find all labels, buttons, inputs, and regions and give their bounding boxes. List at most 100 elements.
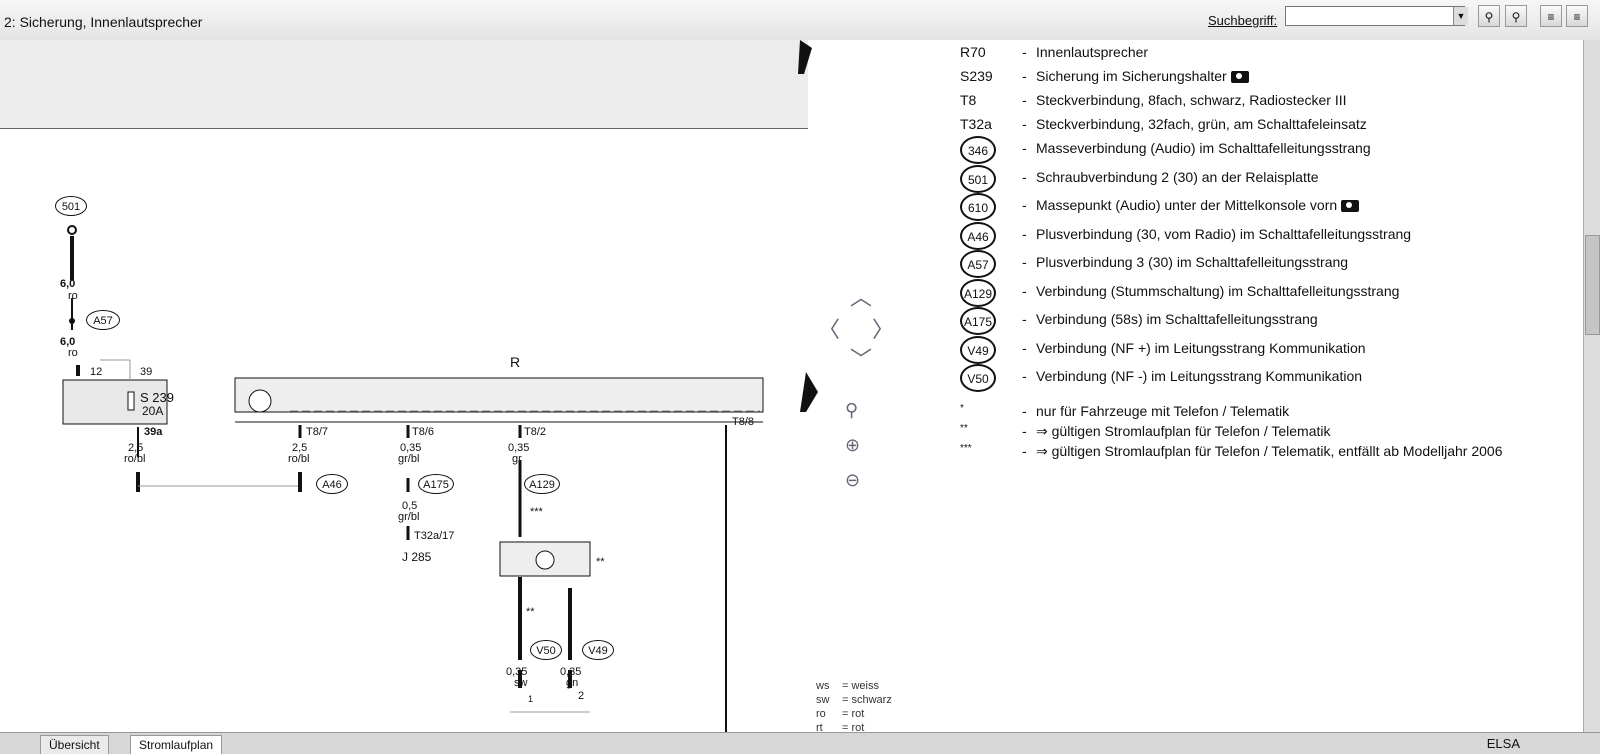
page-forward-icon[interactable]: ≡ — [1566, 5, 1588, 27]
legend-description-text: Verbindung (58s) im Schalttafelleitungss… — [1036, 311, 1318, 327]
point-a175: A175 — [418, 474, 454, 494]
fuse-rating: 20A — [142, 404, 164, 418]
wire-color: ro — [68, 290, 78, 302]
color-abbr: sw — [816, 694, 830, 706]
connector-label: T8/7 — [306, 426, 329, 438]
legend-circled-code: A175 — [960, 307, 996, 335]
search-label: Suchbegriff: — [1208, 13, 1278, 28]
legend-description-text: Verbindung (NF -) im Leitungsstrang Komm… — [1036, 368, 1363, 384]
legend-description-text: Innenlautsprecher — [1036, 44, 1149, 60]
camera-icon[interactable] — [1230, 71, 1249, 84]
wire-label: 0,35 — [560, 666, 582, 678]
wire-label: 6,0 — [60, 336, 76, 348]
scrollbar-thumb[interactable] — [1585, 235, 1600, 335]
color-row: sw = schwarz — [816, 694, 892, 708]
pin-label: 2 — [578, 690, 585, 702]
legend-description-text: Masseverbindung (Audio) im Schalttafelle… — [1036, 140, 1371, 156]
tab-overview[interactable]: Übersicht — [40, 735, 109, 754]
footnote-mark: ** — [526, 606, 535, 618]
component-label: J 285 — [402, 550, 432, 564]
equals-sign: = — [842, 722, 852, 734]
legend-description: Verbindung (NF -) im Leitungsstrang Komm… — [1036, 368, 1362, 384]
camera-icon[interactable] — [1341, 200, 1360, 213]
scroll-right-icon[interactable]: 〉 — [872, 317, 895, 342]
legend-description-text: Schraubverbindung 2 (30) an der Relaispl… — [1036, 168, 1319, 185]
legend-circled-code: V49 — [960, 335, 996, 364]
wire-color: gr/bl — [398, 511, 420, 523]
wire-label: 2,5 — [128, 442, 144, 454]
legend-description: Verbindung (NF +) im Leitungsstrang Komm… — [1036, 340, 1366, 356]
scroll-up-icon[interactable]: ︿ — [850, 285, 873, 310]
color-row: rt= rot — [816, 722, 892, 736]
wire-label: 2,5 — [292, 442, 308, 454]
wire-label: 6,0 — [60, 278, 76, 290]
color-abbr: rt — [816, 722, 823, 734]
legend-dash: - — [1022, 368, 1027, 384]
point-v49: V49 — [582, 640, 614, 660]
wire-color: gn — [566, 677, 579, 689]
equals-sign: = — [842, 680, 852, 692]
brand-label: ELSA — [1486, 736, 1520, 751]
point-a129: A129 — [524, 474, 560, 494]
legend-description: Schraubverbindung 2 (30) an der Relaispl… — [1036, 169, 1319, 185]
equals-sign: = — [842, 708, 852, 720]
search-input[interactable] — [1285, 6, 1465, 26]
legend-dash: - — [1022, 311, 1027, 327]
color-abbr: ro — [816, 708, 826, 720]
search-icon[interactable]: ⚲ — [1478, 5, 1500, 27]
legend-circled-code: A57 — [960, 250, 996, 278]
wiring-diagram — [62, 40, 818, 732]
component-label: R — [510, 354, 521, 370]
point-v50: V50 — [530, 640, 562, 660]
legend-dash: - — [1022, 168, 1027, 185]
zoom-fit-icon[interactable]: ⚲ — [845, 400, 859, 420]
legend-dash: - — [1022, 282, 1027, 299]
legend-description-text: Verbindung (NF +) im Leitungsstrang Komm… — [1036, 339, 1366, 356]
legend-description: Steckverbindung, 32fach, grün, am Schalt… — [1036, 116, 1367, 132]
legend-dash: - — [1022, 254, 1027, 270]
search-next-icon[interactable]: ⚲ — [1505, 5, 1527, 27]
legend-description-text: Plusverbindung (30, vom Radio) im Schalt… — [1036, 225, 1412, 242]
page-back-icon[interactable]: ≡ — [1540, 5, 1562, 27]
wire-color: gr/bl — [398, 453, 420, 465]
legend-description-text: Steckverbindung, 32fach, grün, am Schalt… — [1036, 116, 1367, 132]
title-bar: 2: Sicherung, Innenlautsprecher Suchbegr… — [0, 0, 1600, 41]
tab-wiring-diagram[interactable]: Stromlaufplan — [130, 735, 223, 754]
legend-description: Verbindung (58s) im Schalttafelleitungss… — [1036, 311, 1318, 327]
legend-description-text: Verbindung (Stummschaltung) im Schalttaf… — [1036, 282, 1400, 299]
legend-description: Plusverbindung (30, vom Radio) im Schalt… — [1036, 226, 1411, 242]
legend-code: S239 — [960, 68, 993, 84]
legend-description: Steckverbindung, 8fach, schwarz, Radiost… — [1036, 92, 1346, 108]
wire-label: 0,5 — [402, 500, 418, 512]
point-501: 501 — [55, 196, 87, 216]
legend-description-text: Massepunkt (Audio) unter der Mittelkonso… — [1036, 197, 1338, 213]
legend-description: Innenlautsprecher — [1036, 44, 1148, 60]
color-name: weiss — [851, 680, 879, 692]
legend-circled-code: 610 — [960, 193, 996, 221]
scroll-left-icon[interactable]: 〈 — [818, 317, 841, 342]
legend-description: Massepunkt (Audio) unter der Mittelkonso… — [1036, 197, 1360, 213]
zoom-in-icon[interactable]: ⊕ — [845, 435, 861, 455]
pin-label: 12 — [90, 366, 103, 378]
fuse-label: S 239 — [140, 390, 174, 405]
window-title: 2: Sicherung, Innenlautsprecher — [4, 14, 203, 30]
footnote-mark: * — [960, 402, 964, 414]
wire-label: 0,35 — [506, 666, 528, 678]
wire-label: 0,35 — [508, 442, 530, 454]
pin-label: 39 — [140, 366, 153, 378]
legend-description-text: Plusverbindung 3 (30) im Schalttafelleit… — [1036, 254, 1349, 270]
scroll-down-icon[interactable]: ﹀ — [850, 347, 873, 372]
pin-label: 1 — [528, 694, 534, 704]
equals-sign: = — [842, 694, 852, 706]
search-dropdown-button[interactable]: ▼ — [1453, 7, 1468, 25]
legend-code: R70 — [960, 44, 986, 60]
footnote-mark: ** — [596, 556, 605, 568]
legend-dash: - — [1022, 44, 1027, 60]
legend-code: T8 — [960, 92, 977, 108]
zoom-out-icon[interactable]: ⊖ — [845, 470, 861, 490]
wire-color: sw — [514, 677, 528, 689]
vertical-scrollbar[interactable] — [1583, 40, 1600, 732]
color-name: rot — [851, 708, 865, 720]
wire-color: ro/bl — [288, 453, 310, 465]
color-name: schwarz — [851, 694, 892, 706]
